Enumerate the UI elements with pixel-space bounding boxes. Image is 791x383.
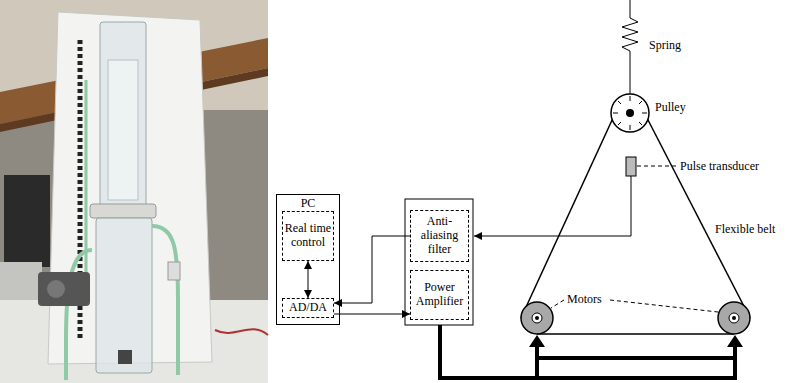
amplifier-block: Power Amplifier — [410, 270, 469, 320]
spring-symbol — [622, 0, 638, 94]
upper-tank — [100, 22, 146, 210]
signal-arrow — [308, 261, 309, 298]
motor-shaft — [729, 313, 739, 323]
flexible-belt — [647, 118, 750, 318]
pulse-transducer — [626, 157, 636, 176]
motor-symbol — [521, 302, 553, 334]
part-label: Motors — [566, 292, 603, 306]
inner-tube — [108, 60, 138, 200]
part-label: Pulse transducer — [679, 159, 760, 173]
part-label: Spring — [648, 38, 682, 52]
motor-shaft — [532, 313, 542, 323]
photo-ground — [0, 0, 268, 383]
text-group: AD/DA — [284, 301, 332, 315]
pulley-axle — [626, 109, 634, 117]
text-group: Power Amplifier — [412, 281, 467, 309]
part-label: Pulley — [654, 100, 687, 114]
part-label: Flexible belt — [714, 222, 776, 236]
power-wire — [733, 346, 737, 378]
tank-base — [118, 350, 132, 364]
tank-collar — [90, 204, 156, 218]
filter-block: Anti-aliasing filter — [410, 210, 469, 262]
green-hose — [152, 226, 178, 375]
flexible-belt — [521, 118, 613, 318]
leader-line — [551, 300, 564, 308]
block-text: AD/DA — [284, 301, 332, 315]
power-wire — [537, 356, 735, 360]
motor-shaft — [535, 316, 539, 320]
green-hose — [85, 80, 88, 300]
pump-motor — [38, 272, 90, 306]
text-group: PC — [277, 197, 339, 211]
arrow-head — [727, 335, 743, 347]
pump-face — [47, 280, 65, 298]
computer-box: PC Real time controlAD/DA — [276, 194, 340, 325]
software-block: Real time control — [282, 211, 334, 261]
amplifier-housing — [405, 199, 473, 325]
converter-block: AD/DA — [282, 298, 334, 318]
block-text: Power Amplifier — [412, 281, 467, 309]
wire — [215, 329, 268, 335]
signal-wire — [474, 176, 631, 236]
valve — [168, 262, 180, 280]
power-wire — [440, 325, 737, 378]
text-group: Anti-aliasing filter — [412, 215, 467, 256]
arrow-head — [529, 335, 545, 347]
pulley-ticks — [613, 96, 647, 130]
block-text: Real time control — [284, 222, 332, 250]
lower-tank — [96, 218, 152, 373]
green-hose — [66, 250, 92, 380]
leader-line — [610, 300, 718, 312]
text-group: Real time control — [284, 222, 332, 250]
block-text: PC — [277, 197, 339, 211]
signal-arrow — [334, 314, 410, 315]
power-wire — [535, 346, 539, 378]
motor-symbol — [718, 302, 750, 334]
motor-shaft — [732, 316, 736, 320]
pulley-symbol — [611, 94, 649, 132]
monitor — [4, 175, 50, 267]
flexible-belt — [537, 333, 734, 335]
signal-arrow — [334, 236, 410, 303]
block-text: Anti-aliasing filter — [412, 215, 467, 256]
leader-line — [637, 166, 676, 167]
